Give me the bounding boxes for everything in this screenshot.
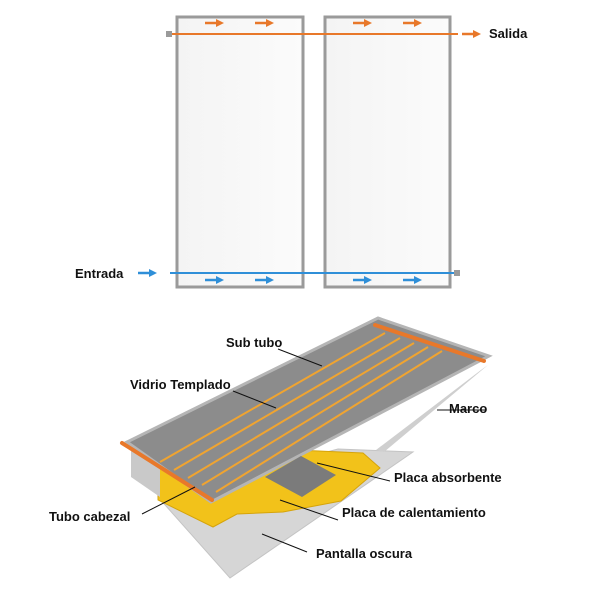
- arrow-right-icon: [255, 276, 274, 284]
- label-vidrio-templado: Vidrio Templado: [130, 377, 231, 392]
- outlet-arrow-icon: [462, 30, 481, 38]
- arrow-right-icon: [403, 276, 422, 284]
- label-marco: Marco: [449, 401, 487, 416]
- frame-side-right: [376, 365, 488, 452]
- label-placa-calentamiento: Placa de calentamiento: [342, 505, 486, 520]
- label-pantalla-oscura: Pantalla oscura: [316, 546, 413, 561]
- label-placa-absorbente: Placa absorbente: [394, 470, 502, 485]
- label-sub-tubo: Sub tubo: [226, 335, 282, 350]
- cold-flow-arrows: [138, 269, 422, 284]
- hot-flow-arrows: [205, 19, 481, 38]
- riser-tubes-left: [189, 34, 292, 273]
- arrow-right-icon: [255, 19, 274, 27]
- label-tubo-cabezal: Tubo cabezal: [49, 509, 130, 524]
- placa-absorbente-patch: [265, 456, 336, 497]
- collector-cutaway: Sub tubo Vidrio Templado Marco Placa abs…: [49, 316, 502, 579]
- bottom-header-pipe: [170, 270, 460, 276]
- collector-panel-right: [323, 15, 452, 289]
- header-tubes: [120, 323, 486, 502]
- inlet-label: Entrada: [75, 266, 124, 281]
- arrow-right-icon: [403, 19, 422, 27]
- flow-diagram: Salida Entrada: [75, 15, 528, 289]
- arrow-right-icon: [353, 276, 372, 284]
- outlet-label: Salida: [489, 26, 528, 41]
- collector-panel-left: [175, 15, 305, 289]
- riser-tubes-right: [338, 34, 441, 273]
- leader-lines: [141, 348, 485, 553]
- top-header-pipe: [166, 31, 458, 37]
- inlet-arrow-icon: [138, 269, 157, 277]
- arrow-right-icon: [205, 276, 224, 284]
- frame-end-left: [131, 446, 160, 497]
- arrow-right-icon: [353, 19, 372, 27]
- arrow-right-icon: [205, 19, 224, 27]
- sub-tubes: [159, 332, 443, 493]
